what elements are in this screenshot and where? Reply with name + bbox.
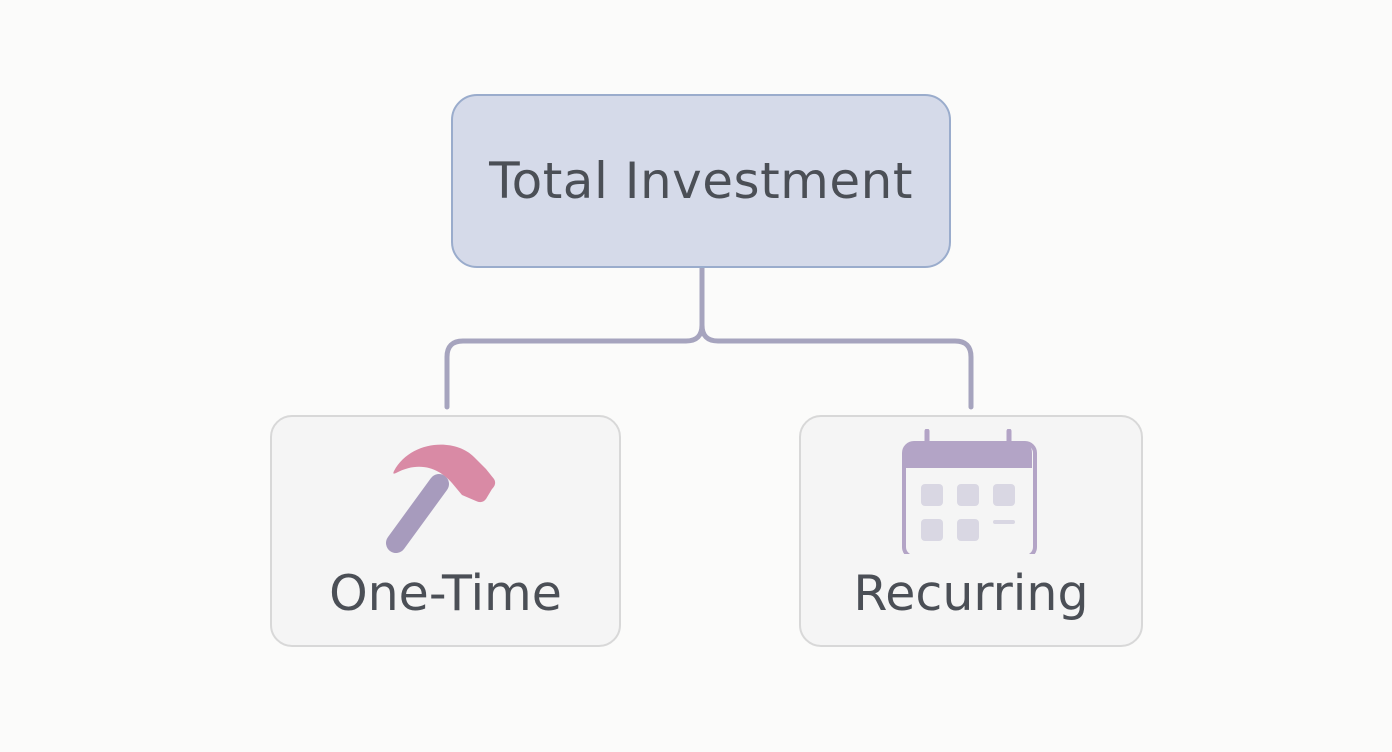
- root-node-label: Total Investment: [489, 152, 913, 210]
- connector-root-to-children: [444, 265, 974, 410]
- child-node-label: Recurring: [853, 565, 1089, 622]
- hammer-icon: [376, 429, 516, 558]
- calendar-icon: [901, 428, 1041, 559]
- child-node-one-time: One-Time: [270, 415, 621, 647]
- child-node-recurring: Recurring: [799, 415, 1143, 647]
- root-node-total-investment: Total Investment: [451, 94, 951, 268]
- child-node-label: One-Time: [329, 565, 562, 622]
